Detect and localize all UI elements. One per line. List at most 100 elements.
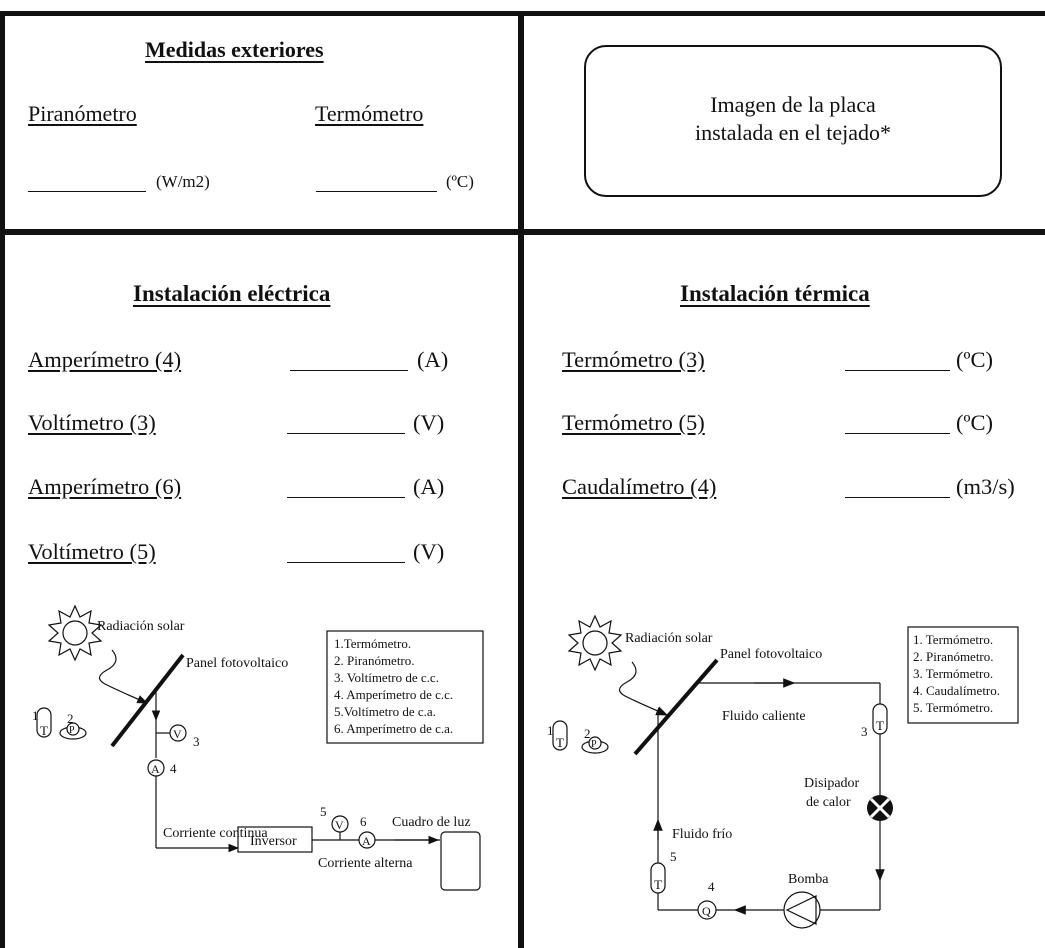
middle-divider [0,229,1045,235]
ammeter-ac-a: A [362,834,371,848]
num-3: 3 [193,734,200,749]
electric-legend-5: 5.Voltímetro de c.a. [334,704,436,719]
thermometer-label: Termómetro [315,101,424,126]
thermometer-3-t: T [876,718,884,733]
ammeter-ac-symbol [358,831,376,849]
electric-legend-6: 6. Amperímetro de c.a. [334,721,453,736]
outside-title: Medidas exteriores [145,37,324,62]
power-panel-label: Cuadro de luz [392,815,471,830]
num-6: 6 [360,814,367,829]
thermal-thermometer-t: T [556,735,564,750]
electric-row-label-4: Voltímetro (5) [28,539,156,564]
sink-label-1: Disipador [804,776,860,791]
electric-row-unit-3: (A) [413,474,445,499]
electric-legend-4: 4. Amperímetro de c.c. [334,687,453,702]
thermal-legend [907,626,1019,724]
thermal-pyranometer-p: P [591,739,597,750]
thermal-legend-1: 1. Termómetro. [913,632,993,647]
thermal-row-unit-3: (m3/s) [956,474,1015,499]
electric-row-label-1: Amperímetro (4) [28,347,182,372]
voltmeter-dc-v: V [173,727,182,741]
pyranometer-label: Piranómetro [28,101,137,126]
thermal-sun-label: Radiación solar [625,631,713,646]
sun-icon-thermal [567,614,623,672]
electric-legend-1: 1.Termómetro. [334,636,411,651]
roof-image-text-2: instalada en el tejado* [694,120,892,145]
thermal-num-4: 4 [708,879,715,894]
sink-label-2: de calor [806,795,851,810]
solar-panel [110,653,185,748]
electric-row-unit-1: (A) [417,347,449,372]
thermal-num-2: 2 [584,726,591,741]
thermal-num-5: 5 [670,849,677,864]
pump-label: Bomba [788,872,829,887]
num-1: 1 [32,708,39,723]
electric-row-unit-2: (V) [413,410,445,435]
pyranometer-p: P [69,725,75,736]
cold-fluid-label: Fluido frío [672,827,732,842]
ac-label: Corriente alterna [318,856,413,871]
thermal-legend-2: 2. Piranómetro. [913,649,994,664]
hot-fluid-label: Fluido caliente [722,709,806,724]
electric-row-unit-4: (V) [413,539,445,564]
electric-row-blank-1[interactable] [290,370,408,371]
electric-legend [326,630,484,744]
flowmeter-q: Q [702,904,711,918]
electric-row-label-3: Amperímetro (6) [28,474,182,499]
thermal-num-1: 1 [547,723,554,738]
thermal-row-label-1: Termómetro (3) [562,347,705,372]
sun-label: Radiación solar [97,619,185,634]
thermometer-unit: (ºC) [446,172,474,191]
thermometer-5-t: T [654,877,662,892]
thermal-row-unit-2: (ºC) [956,410,993,435]
thermal-row-label-2: Termómetro (5) [562,410,705,435]
electric-diagram: Radiación solar Panel fotovoltaico 1 T 2… [32,604,484,891]
num-2: 2 [67,711,74,726]
thermometer-blank[interactable] [316,191,437,192]
electric-legend-2: 2. Piranómetro. [334,653,415,668]
ammeter-dc-a: A [151,762,160,776]
thermal-num-3: 3 [861,724,868,739]
radiation-arrow [98,649,148,704]
inverter-label: Inversor [250,834,297,849]
roof-image-text-1: Imagen de la placa [710,92,876,117]
pyranometer-blank[interactable] [28,191,146,192]
left-border [0,11,5,948]
thermal-solar-panel [633,658,719,756]
voltmeter-ac-v: V [335,818,344,832]
roof-image-placeholder: Imagen de la placa instalada en el tejad… [584,45,1002,197]
electric-row-blank-3[interactable] [287,497,405,498]
electric-row-blank-2[interactable] [287,433,405,434]
thermometer-t: T [40,723,48,738]
thermometer-symbol [36,707,52,738]
thermal-legend-5: 5. Termómetro. [913,700,993,715]
thermal-row-blank-3[interactable] [845,497,950,498]
thermal-legend-3: 3. Termómetro. [913,666,993,681]
thermal-row-label-3: Caudalímetro (4) [562,474,717,499]
heat-sink-icon [867,795,893,821]
thermal-radiation-arrow [618,661,669,716]
num-4: 4 [170,761,177,776]
electric-title: Instalación eléctrica [133,281,331,306]
pump-icon [783,891,821,929]
electric-legend-3: 3. Voltímetro de c.c. [334,670,439,685]
thermal-row-blank-2[interactable] [845,433,950,434]
thermal-title: Instalación térmica [680,281,870,306]
voltmeter-ac-symbol [331,815,349,833]
thermal-thermometer-symbol [552,720,568,751]
thermal-diagram: Radiación solar Panel fotovoltaico 1 T 2… [547,614,1019,929]
center-divider [518,11,524,948]
pyranometer-unit: (W/m2) [156,172,210,191]
panel-label: Panel fotovoltaico [186,656,288,671]
voltmeter-dc-symbol [169,724,187,742]
sun-icon [47,604,103,662]
thermal-panel-label: Panel fotovoltaico [720,647,822,662]
thermal-row-blank-1[interactable] [845,370,950,371]
power-panel-box [440,831,481,891]
num-5: 5 [320,804,327,819]
dc-label: Corriente continua [163,826,268,841]
electric-row-blank-4[interactable] [287,562,405,563]
electric-row-label-2: Voltímetro (3) [28,410,156,435]
thermal-row-unit-1: (ºC) [956,347,993,372]
thermal-legend-4: 4. Caudalímetro. [913,683,1000,698]
